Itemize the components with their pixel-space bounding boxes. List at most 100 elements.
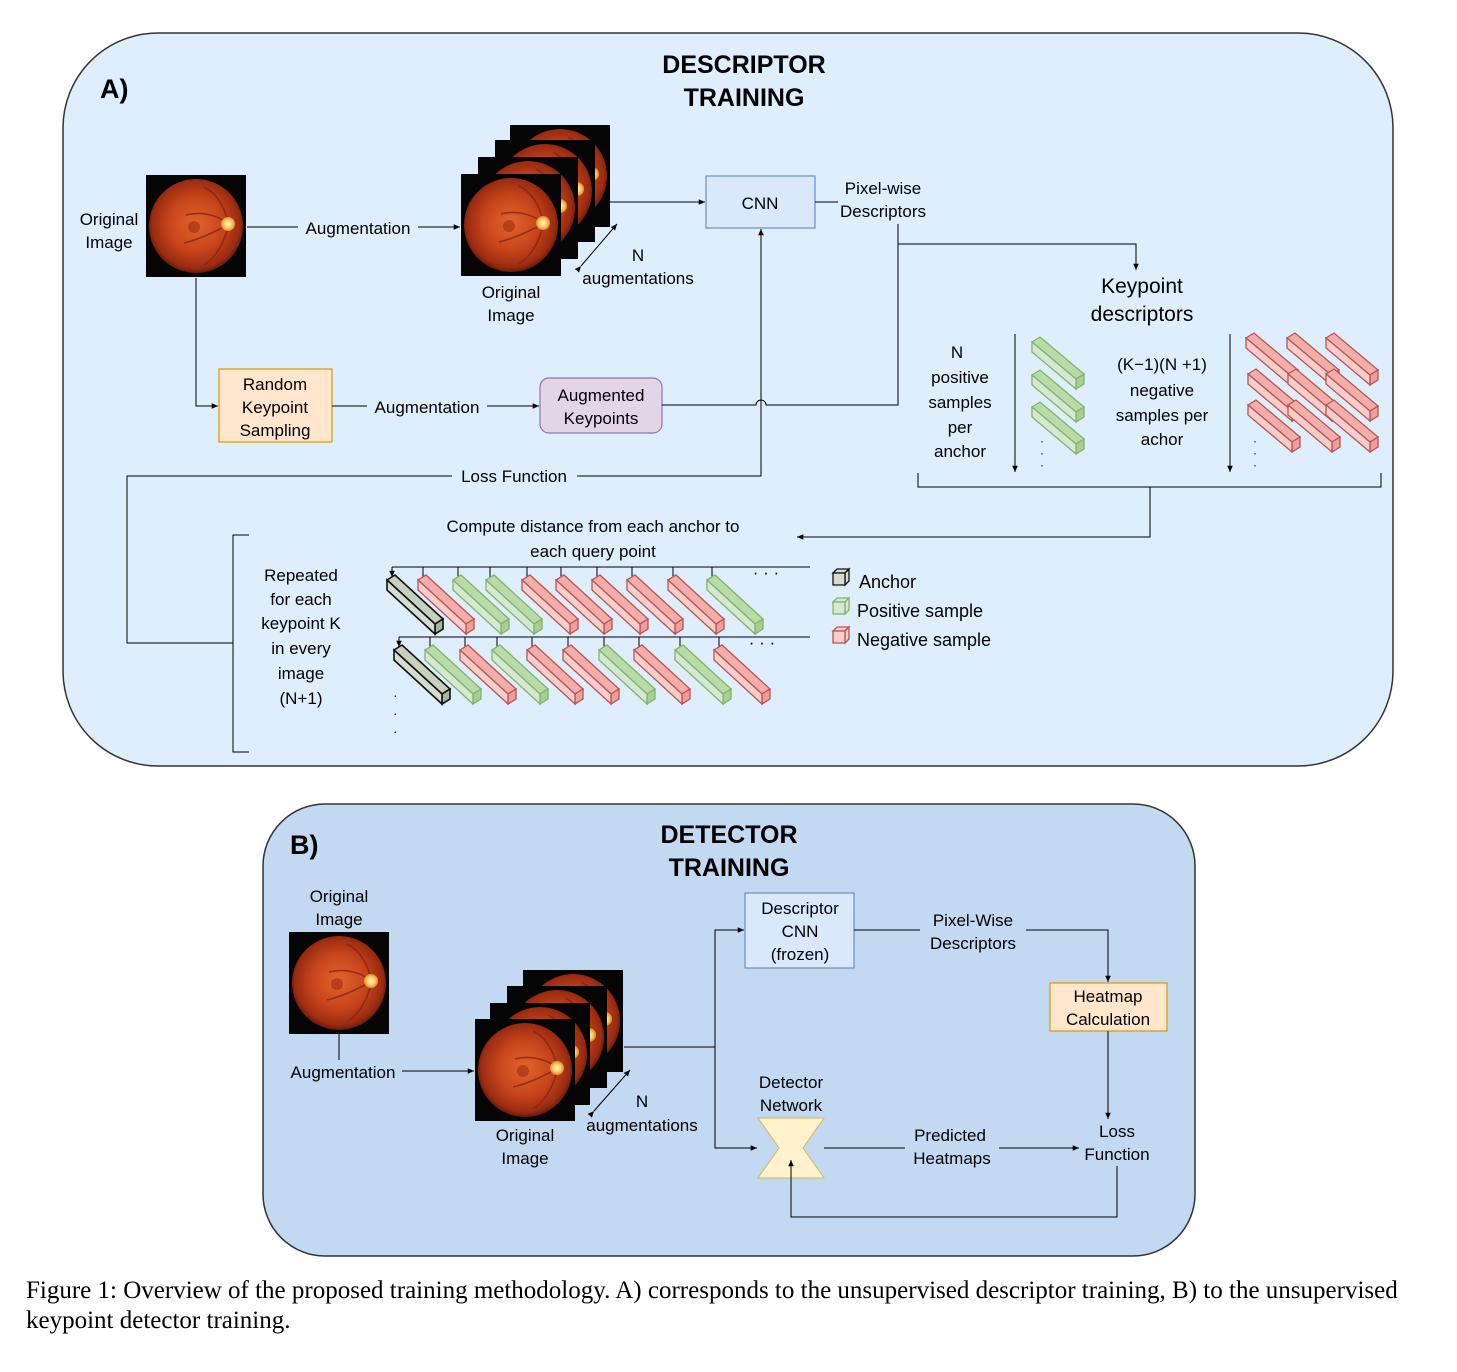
- repeated-4: in every: [271, 639, 331, 658]
- negative-samples-1: (K−1)(N +1): [1117, 355, 1207, 374]
- loss-function-label: Loss Function: [461, 467, 567, 486]
- positive-samples-5: anchor: [934, 442, 986, 461]
- predicted-heatmaps-2: Heatmaps: [913, 1149, 990, 1168]
- augmentation-2-bg: [367, 395, 487, 417]
- distance-row-2: [393, 636, 810, 705]
- b-loss-function-2: Function: [1084, 1145, 1149, 1164]
- pixelwise-descriptors-1: Pixel-wise: [845, 179, 922, 198]
- row-2-ellipsis: · · ·: [749, 633, 775, 652]
- loss-function-bg: [452, 465, 577, 487]
- predicted-heatmaps-1: Predicted: [914, 1126, 986, 1145]
- negative-dots: ·: [1253, 434, 1257, 448]
- panel-a-title-1: DESCRIPTOR: [662, 51, 825, 79]
- compute-distance-2: each query point: [530, 542, 656, 561]
- rows-dots-2: ·: [393, 705, 398, 721]
- negative-samples-4: achor: [1141, 430, 1184, 449]
- descriptor-cnn-1: Descriptor: [761, 899, 839, 918]
- panel-a: A) DESCRIPTOR TRAINING Original Image Au…: [62, 32, 1394, 767]
- positive-dots-3: ·: [1040, 458, 1044, 472]
- repeated-6: (N+1): [280, 689, 323, 708]
- panel-a-letter: A): [100, 74, 129, 104]
- heatmap-calculation-2: Calculation: [1066, 1010, 1150, 1029]
- legend-negative: Negative sample: [857, 630, 991, 650]
- detector-network-shape: [757, 1117, 825, 1179]
- repeated-5: image: [278, 664, 324, 683]
- keypoint-descriptors-1: Keypoint: [1101, 275, 1183, 298]
- b-n-augmentations-1: N: [636, 1092, 648, 1111]
- compute-distance-1: Compute distance from each anchor to: [447, 517, 740, 536]
- stack-label-1: Original: [482, 283, 541, 302]
- original-image-label-2: Image: [85, 233, 132, 252]
- b-loss-feedback-arrow: [788, 1160, 1118, 1218]
- pixelwise-descriptors-2: Descriptors: [840, 202, 926, 221]
- sampling-label-1: Random: [243, 375, 307, 394]
- positive-samples-1: N: [951, 343, 963, 362]
- positive-samples-4: per: [948, 418, 973, 437]
- negative-samples-3: samples per: [1116, 406, 1209, 425]
- repeated-3: keypoint K: [261, 614, 341, 633]
- n-augmentations-2: augmentations: [582, 269, 694, 288]
- b-original-image-1: Original: [310, 887, 369, 906]
- b-to-descriptor-cnn-arrow: [624, 927, 744, 1048]
- image-to-sampling-arrow: [195, 278, 218, 409]
- b-original-image-2: Image: [315, 910, 362, 929]
- b-original-image-photo: [288, 931, 390, 1035]
- bracket-to-distance-arrow: [797, 487, 1151, 540]
- legend-anchor: Anchor: [859, 572, 916, 592]
- positive-samples-3: samples: [928, 393, 991, 412]
- b-pixelwise-2: Descriptors: [930, 934, 1016, 953]
- heatmap-calculation-box: [1049, 982, 1168, 1032]
- legend-positive: Positive sample: [857, 601, 983, 621]
- panel-a-title-2: TRAINING: [684, 84, 805, 112]
- panel-b: B) DETECTOR TRAINING Original Image Augm…: [262, 803, 1196, 1257]
- panel-b-letter: B): [290, 830, 319, 860]
- n-augmentations-1: N: [632, 246, 644, 265]
- n-augmentations-arrow: [574, 223, 618, 273]
- sampling-label-3: Sampling: [240, 421, 311, 440]
- b-pixelwise-bg: [920, 910, 1026, 954]
- augmented-keypoints-2: Keypoints: [564, 409, 639, 428]
- negative-dots-2: ·: [1253, 446, 1257, 460]
- distance-row-1: [386, 566, 810, 635]
- detector-network-2: Network: [760, 1096, 823, 1115]
- repeated-2: for each: [270, 590, 331, 609]
- b-augmentation-label: Augmentation: [291, 1063, 396, 1082]
- augmentation-label-2: Augmentation: [375, 398, 480, 417]
- legend-anchor-cube: [832, 568, 850, 586]
- original-image-label-1: Original: [80, 210, 139, 229]
- legend-positive-cube: [832, 597, 850, 615]
- predicted-heatmaps-bg: [905, 1126, 999, 1170]
- b-to-detector-arrow: [714, 1047, 757, 1151]
- stack-label-2: Image: [487, 306, 534, 325]
- descriptor-cnn-2: CNN: [782, 922, 819, 941]
- repeated-1: Repeated: [264, 566, 338, 585]
- negative-dots-3: ·: [1253, 458, 1257, 472]
- heatmap-calculation-1: Heatmap: [1074, 987, 1143, 1006]
- figure-caption: Figure 1: Overview of the proposed train…: [26, 1277, 1398, 1334]
- legend: Anchor Positive sample Negative sample: [832, 568, 991, 650]
- rows-dots-3: ·: [393, 723, 398, 739]
- b-n-augmentations-2: augmentations: [586, 1116, 698, 1135]
- augmentation-label: Augmentation: [306, 219, 411, 238]
- b-loss-function-1: Loss: [1099, 1122, 1135, 1141]
- b-pixelwise-1: Pixel-Wise: [933, 911, 1013, 930]
- b-stack-label-1: Original: [496, 1126, 555, 1145]
- augmentation-label-bg: [298, 216, 418, 238]
- detector-network-1: Detector: [759, 1073, 824, 1092]
- loss-function-loop: [126, 229, 764, 644]
- keypoints-to-descriptors-line: [662, 244, 899, 406]
- keypoint-descriptors-2: descriptors: [1091, 303, 1194, 326]
- row-1-ellipsis: · · ·: [753, 563, 779, 582]
- b-stack-label-2: Image: [501, 1149, 548, 1168]
- original-image-photo: [145, 174, 247, 278]
- descriptor-cnn-box: [744, 892, 855, 969]
- sampling-label-2: Keypoint: [242, 398, 308, 417]
- positive-dots-2: ·: [1040, 446, 1044, 460]
- repeated-bracket: [232, 534, 249, 753]
- panel-b-title-1: DETECTOR: [660, 821, 797, 849]
- rows-dots-1: ·: [393, 687, 398, 703]
- negative-samples-2: negative: [1130, 381, 1194, 400]
- cnn-label: CNN: [742, 194, 779, 213]
- random-keypoint-sampling-box: [218, 368, 333, 443]
